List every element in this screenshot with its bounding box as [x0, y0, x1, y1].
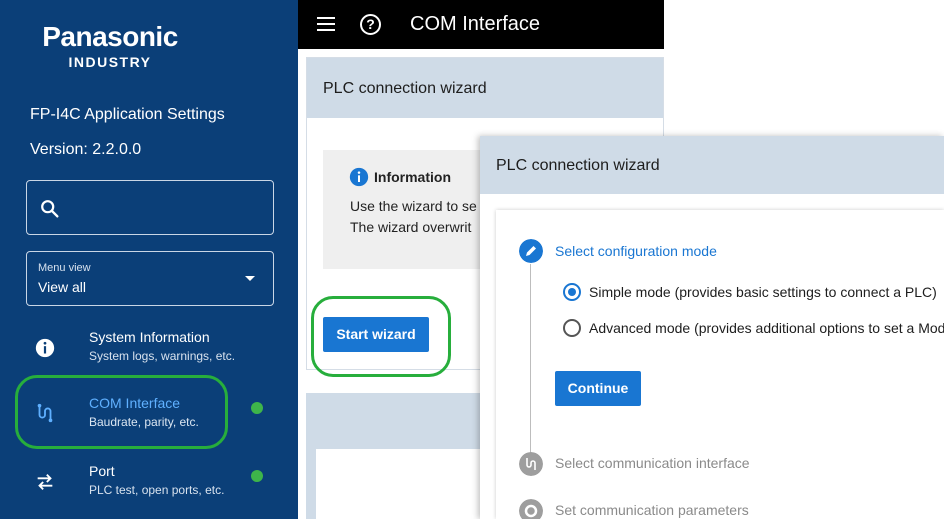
- highlight-outline: [311, 296, 451, 377]
- step-title-communication-parameters: Set communication parameters: [555, 502, 749, 518]
- menu-view-select[interactable]: Menu view View all: [26, 251, 274, 306]
- hamburger-icon[interactable]: [317, 17, 335, 31]
- com-interface-icon: [519, 452, 543, 476]
- menu-view-value: View all: [38, 279, 86, 295]
- brand-logo: Panasonic INDUSTRY: [30, 20, 190, 70]
- status-dot: [251, 470, 263, 482]
- highlight-outline: [15, 375, 228, 449]
- step-title-configuration-mode[interactable]: Select configuration mode: [555, 243, 717, 259]
- sidebar: Panasonic INDUSTRY FP-I4C Application Se…: [0, 0, 298, 519]
- simple-mode-label[interactable]: Simple mode (provides basic settings to …: [589, 284, 937, 300]
- page-title: COM Interface: [410, 13, 541, 35]
- dialog-title: PLC connection wizard: [496, 157, 660, 174]
- step-title-communication-interface: Select communication interface: [555, 455, 750, 471]
- sidebar-item-com-interface[interactable]: COM Interface Baudrate, parity, etc.: [0, 395, 298, 455]
- sidebar-item-subtitle: System logs, warnings, etc.: [89, 349, 236, 363]
- sidebar-item-port[interactable]: Port PLC test, open ports, etc.: [0, 463, 298, 519]
- sidebar-item-system-information[interactable]: System Information System logs, warnings…: [0, 329, 298, 389]
- status-dot: [251, 402, 263, 414]
- wizard-card-title: PLC connection wizard: [323, 80, 487, 97]
- brand-subtitle: INDUSTRY: [68, 54, 152, 70]
- app-title: FP-I4C Application Settings: [30, 106, 225, 123]
- start-wizard-button[interactable]: Start wizard: [323, 317, 429, 352]
- search-input[interactable]: [26, 180, 274, 235]
- information-text: The wizard overwrit: [350, 219, 472, 235]
- top-bar: ? COM Interface: [298, 0, 664, 49]
- sidebar-item-title: COM Interface: [89, 395, 181, 411]
- information-title: Information: [374, 169, 451, 185]
- step-connector: [530, 264, 531, 454]
- search-icon: [41, 200, 59, 218]
- wizard-dialog: PLC connection wizard Select configurati…: [480, 136, 944, 519]
- sidebar-item-title: Port: [89, 463, 115, 479]
- version-label: Version: 2.2.0.0: [30, 141, 142, 158]
- gear-icon: [519, 499, 543, 519]
- sidebar-item-subtitle: Baudrate, parity, etc.: [89, 415, 199, 429]
- chevron-down-icon: [245, 276, 255, 281]
- stepper: Select configuration mode Simple mode (p…: [496, 210, 944, 519]
- com-interface-icon: [37, 403, 53, 423]
- continue-button[interactable]: Continue: [555, 371, 641, 406]
- edit-icon: [519, 239, 543, 263]
- advanced-mode-radio[interactable]: [563, 319, 581, 337]
- advanced-mode-label[interactable]: Advanced mode (provides additional optio…: [589, 320, 944, 336]
- sidebar-item-subtitle: PLC test, open ports, etc.: [89, 483, 225, 497]
- info-icon: [35, 338, 55, 358]
- swap-arrows-icon: [37, 474, 53, 490]
- simple-mode-radio[interactable]: [563, 283, 581, 301]
- help-icon[interactable]: ?: [360, 14, 381, 35]
- brand-name: Panasonic: [42, 21, 178, 52]
- information-text: Use the wizard to se: [350, 198, 477, 214]
- dialog-header: PLC connection wizard: [480, 136, 944, 194]
- info-icon: [349, 167, 369, 187]
- wizard-card-header: PLC connection wizard: [307, 58, 663, 118]
- menu-view-label: Menu view: [38, 262, 91, 274]
- sidebar-item-title: System Information: [89, 329, 210, 345]
